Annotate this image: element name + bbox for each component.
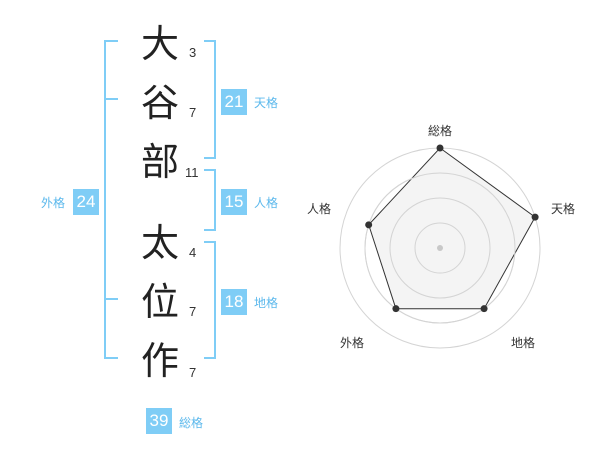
jinkaku-bracket — [204, 169, 216, 231]
radar-point-0 — [436, 144, 444, 152]
tenkaku-label: 天格 — [254, 96, 279, 110]
given-char-1: 太 — [140, 221, 179, 265]
surname-strokes-2: 7 — [189, 105, 197, 120]
radar-axis-label-chikaku: 地格 — [511, 336, 536, 350]
surname-strokes-3: 11 — [185, 165, 199, 180]
radar-ring-overlay-3 — [364, 172, 516, 324]
given-char-2: 位 — [140, 280, 179, 324]
given-strokes-2: 7 — [189, 304, 197, 319]
soukaku-value-badge: 39 — [146, 408, 172, 434]
radar-axis-label-gaikaku: 外格 — [340, 336, 365, 350]
radar-axis-label-tenkaku: 天格 — [551, 202, 576, 216]
chikaku-label: 地格 — [254, 296, 279, 310]
soukaku-label: 総格 — [179, 416, 204, 430]
surname-strokes-1: 3 — [189, 45, 197, 60]
radar-point-3 — [392, 305, 400, 313]
radar-point-4 — [365, 221, 373, 229]
radar-ring-overlay-2 — [389, 197, 491, 299]
radar-point-2 — [480, 305, 488, 313]
jinkaku-value-badge: 15 — [221, 189, 247, 215]
chikaku-bracket — [204, 241, 216, 359]
jinkaku-label: 人格 — [254, 196, 279, 210]
given-strokes-1: 4 — [189, 245, 197, 260]
tenkaku-bracket — [204, 40, 216, 159]
chikaku-value-badge: 18 — [221, 289, 247, 315]
surname-char-1: 大 — [140, 22, 179, 66]
radar-axis-label-soukaku: 総格 — [428, 124, 453, 138]
gaikaku-label: 外格 — [41, 196, 66, 210]
surname-char-3: 部 — [140, 140, 179, 184]
radar-point-1 — [531, 213, 539, 221]
radar-axis-label-jinkaku: 人格 — [307, 202, 332, 216]
radar-score-polygon — [368, 147, 536, 310]
radar-center-dot — [437, 245, 443, 251]
radar-ring-overlay-1 — [414, 222, 466, 274]
tenkaku-value-badge: 21 — [221, 89, 247, 115]
surname-char-2: 谷 — [140, 81, 179, 125]
gaikaku-bracket — [104, 40, 118, 359]
given-strokes-3: 7 — [189, 365, 197, 380]
gaikaku-value-badge: 24 — [73, 189, 99, 215]
given-char-3: 作 — [140, 339, 179, 383]
